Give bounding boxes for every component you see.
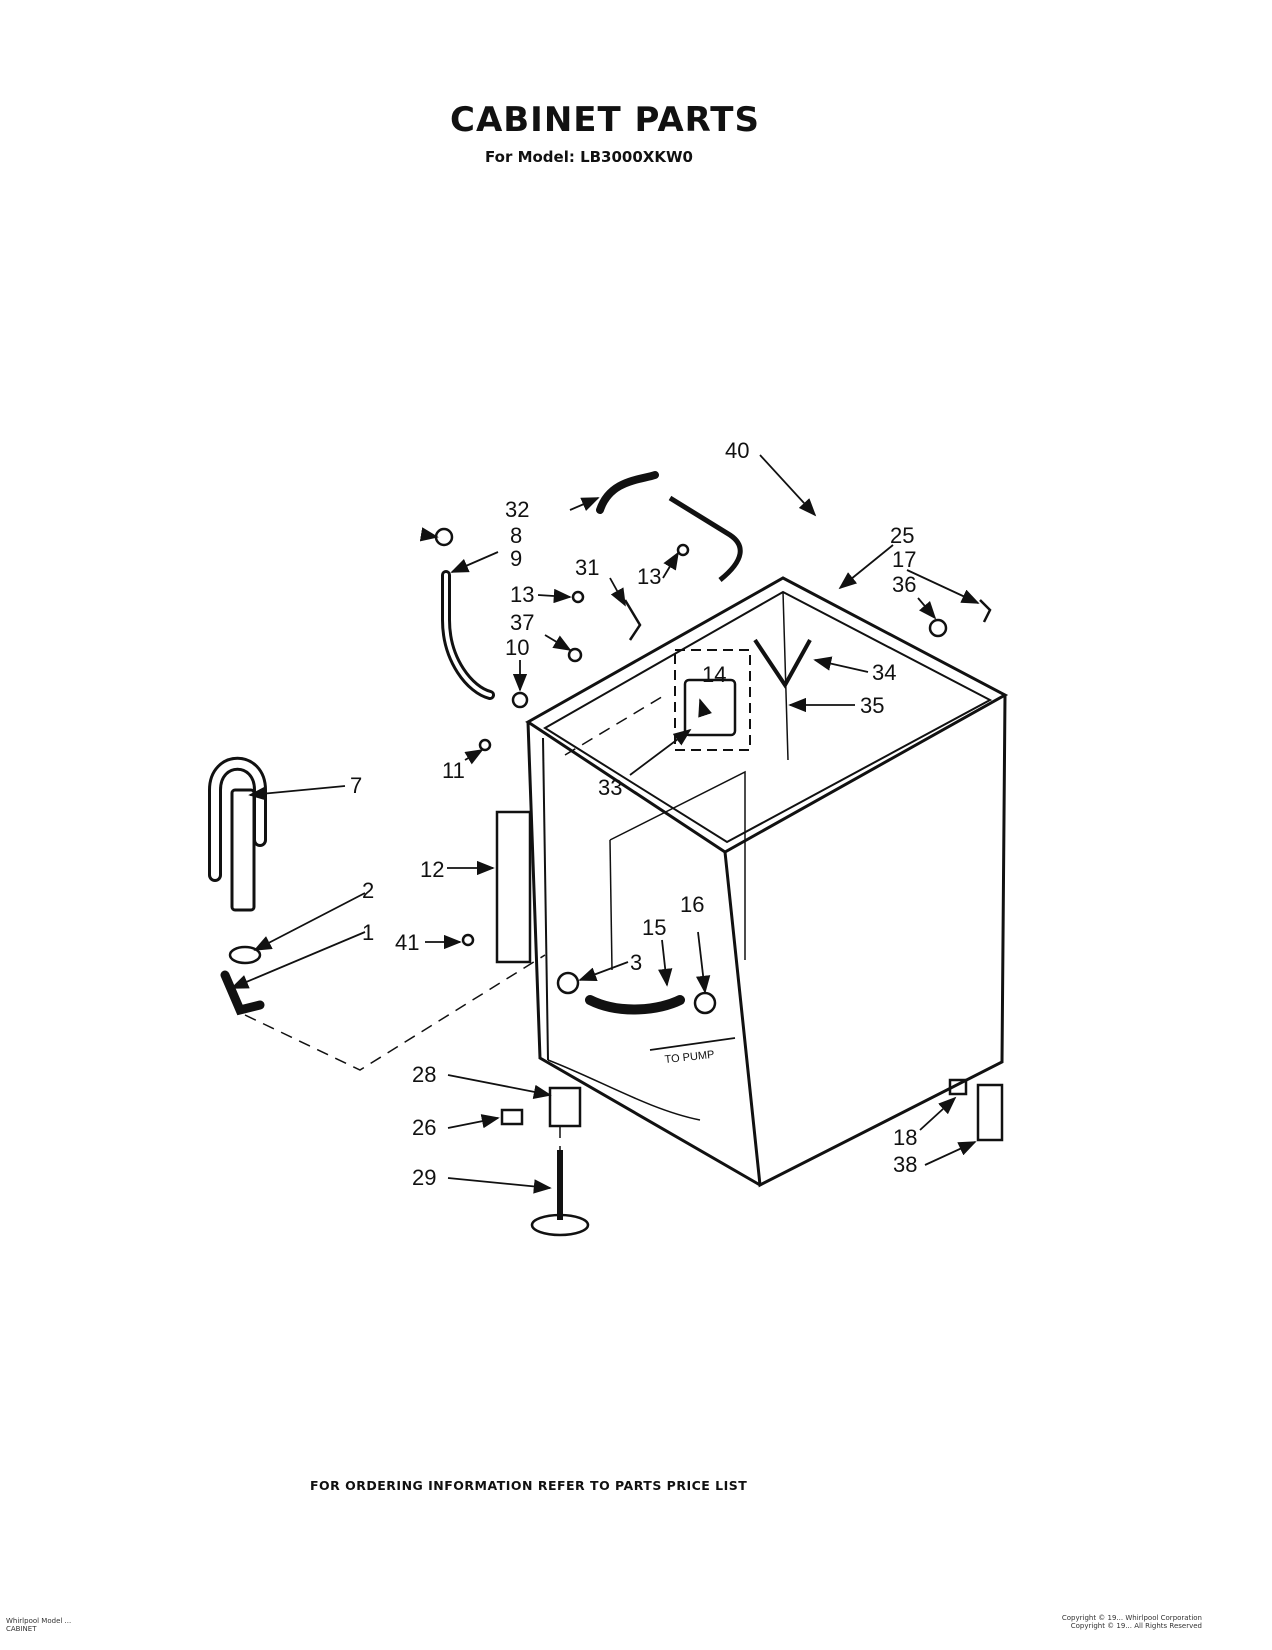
hose-9 [441, 570, 495, 700]
screw-37 [567, 647, 583, 663]
callout-35: 35 [860, 693, 884, 718]
callout-33: 33 [598, 775, 622, 800]
callout-37: 37 [510, 610, 534, 635]
foot-29 [530, 1213, 590, 1237]
hose-15 [585, 995, 685, 1015]
screw-13b [676, 543, 690, 557]
callout-25: 25 [890, 523, 914, 548]
hose-9-inner [444, 573, 492, 697]
screw-11 [478, 738, 492, 752]
callout-13a: 13 [510, 582, 534, 607]
callout-7: 7 [350, 773, 362, 798]
callout-41: 41 [395, 930, 419, 955]
callout-38: 38 [893, 1152, 917, 1177]
callout-34: 34 [872, 660, 896, 685]
callout-36: 36 [892, 572, 916, 597]
cabinet-body [525, 576, 1009, 1188]
clip-31 [623, 599, 642, 641]
elbow-1 [220, 970, 265, 1016]
clamp-3 [556, 971, 580, 995]
ordering-note: FOR ORDERING INFORMATION REFER TO PARTS … [310, 1478, 748, 1493]
grommet-36 [928, 618, 948, 638]
callout-32: 32 [505, 497, 529, 522]
callout-40: 40 [725, 438, 749, 463]
callout-1: 1 [362, 920, 374, 945]
wire-40 [668, 495, 743, 582]
callout-9: 9 [510, 546, 522, 571]
page-title: CABINET PARTS [450, 100, 760, 140]
callout-labels: 1 2 3 7 8 9 10 11 12 13 13 14 15 16 17 1… [350, 438, 917, 1190]
model-subtitle: For Model: LB3000XKW0 [485, 148, 693, 166]
callout-26: 26 [412, 1115, 436, 1140]
plate-12 [495, 810, 532, 964]
callout-2: 2 [362, 878, 374, 903]
nut-8 [434, 527, 454, 547]
footer-left: Whirlpool Model ... CABINET [6, 1617, 72, 1633]
callout-28: 28 [412, 1062, 436, 1087]
callout-11: 11 [442, 758, 465, 783]
to-pump-label: TO PUMP [664, 1049, 715, 1066]
tube [230, 788, 256, 912]
dashed-guides [244, 694, 666, 1150]
callout-16: 16 [680, 892, 704, 917]
callout-10: 10 [505, 635, 529, 660]
screw-13a [571, 590, 585, 604]
switch-14 [683, 678, 737, 737]
clip-26 [500, 1108, 524, 1126]
footer-copyright: Copyright © 19... Whirlpool Corporation … [1061, 1614, 1202, 1630]
callout-3: 3 [630, 950, 642, 975]
callout-18: 18 [893, 1125, 917, 1150]
callout-31: 31 [575, 555, 599, 580]
callout-13b: 13 [637, 564, 661, 589]
bracket-34 [753, 638, 812, 689]
callout-17: 17 [892, 547, 916, 572]
callout-14: 14 [702, 662, 726, 687]
washer-10 [511, 691, 529, 709]
callout-15: 15 [642, 915, 666, 940]
callout-29: 29 [412, 1165, 436, 1190]
hose-32 [596, 471, 659, 514]
clamp-16 [693, 991, 717, 1015]
hose-7-inner [211, 759, 264, 879]
switch-frame [674, 649, 751, 751]
foot-38 [976, 1083, 1004, 1142]
clamp-2 [228, 945, 262, 965]
callout-8: 8 [510, 523, 522, 548]
screw-41 [461, 933, 475, 947]
clip-17 [979, 599, 992, 623]
clip-18 [948, 1078, 968, 1096]
bracket-28 [548, 1086, 582, 1128]
callout-12: 12 [420, 857, 444, 882]
leader-lines [230, 454, 980, 1194]
